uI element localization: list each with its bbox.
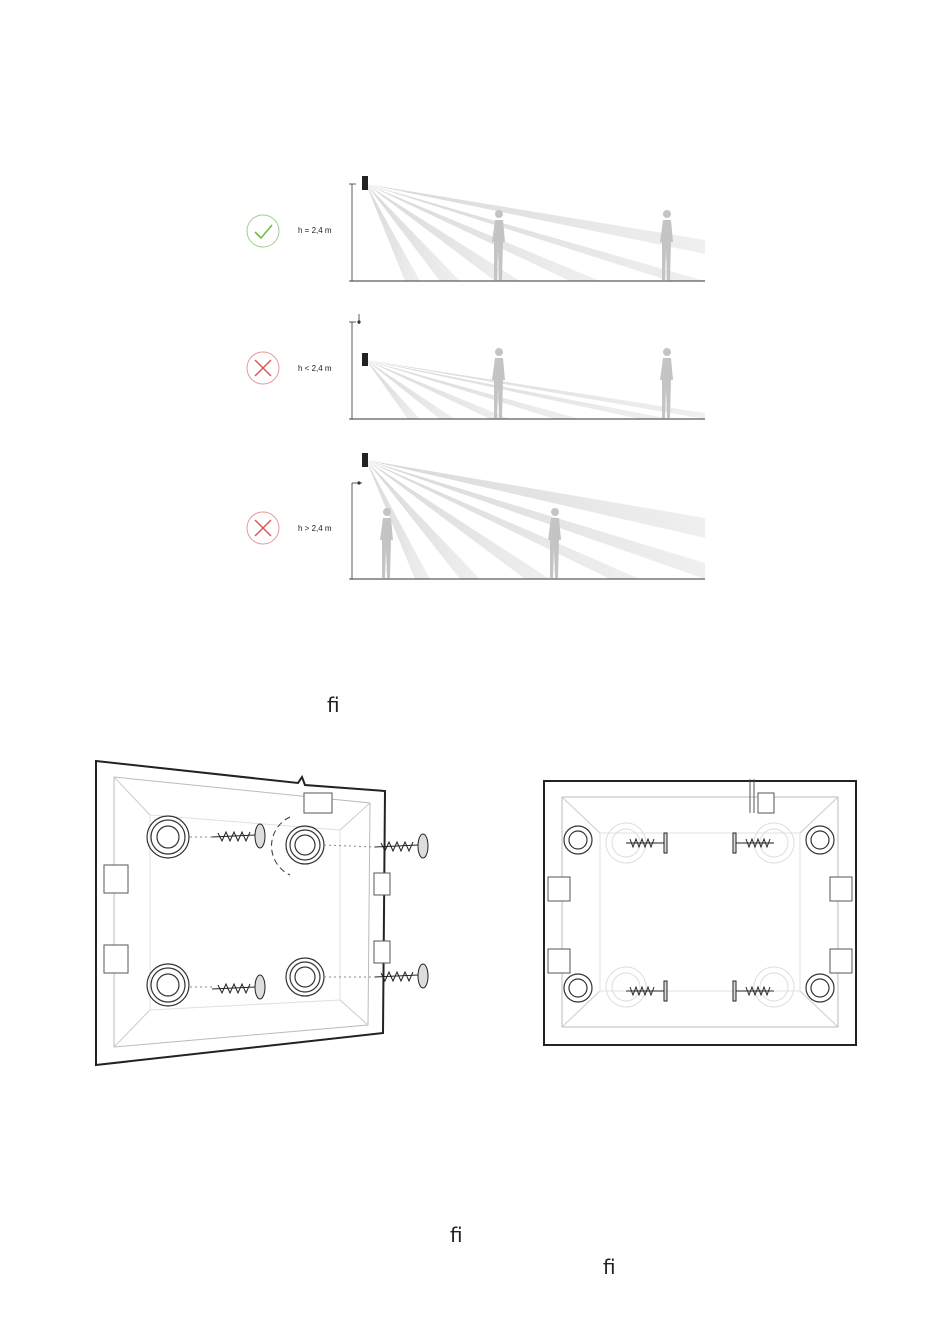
cross-icon [247,352,279,384]
check-icon [247,215,279,247]
motion-detector [362,353,368,366]
height-dimension-line [349,482,362,579]
height-diagram-1: h = 2,4 m [240,170,720,290]
height-label: h > 2,4 m [298,524,332,533]
height-label: h < 2,4 m [298,364,332,373]
height-dimension-line [349,184,356,281]
mounting-panel-perspective [90,755,440,1075]
height-dimension-line [349,314,360,419]
panel-clip [304,793,332,813]
detection-beams [366,184,705,281]
motion-detector [362,176,368,190]
detection-beams [366,360,705,419]
height-diagram-3: h > 2,4 m [240,448,720,588]
stray-glyph: ﬁ [603,1255,616,1279]
cross-icon [247,512,279,544]
stray-glyph: ﬁ [327,693,340,717]
height-diagram-2: h < 2,4 m [240,310,720,430]
motion-detector [362,453,368,467]
detection-beams [366,460,705,579]
height-label: h = 2,4 m [298,226,332,235]
mounting-panel-front [538,775,863,1055]
stray-glyph: ﬁ [450,1223,463,1247]
